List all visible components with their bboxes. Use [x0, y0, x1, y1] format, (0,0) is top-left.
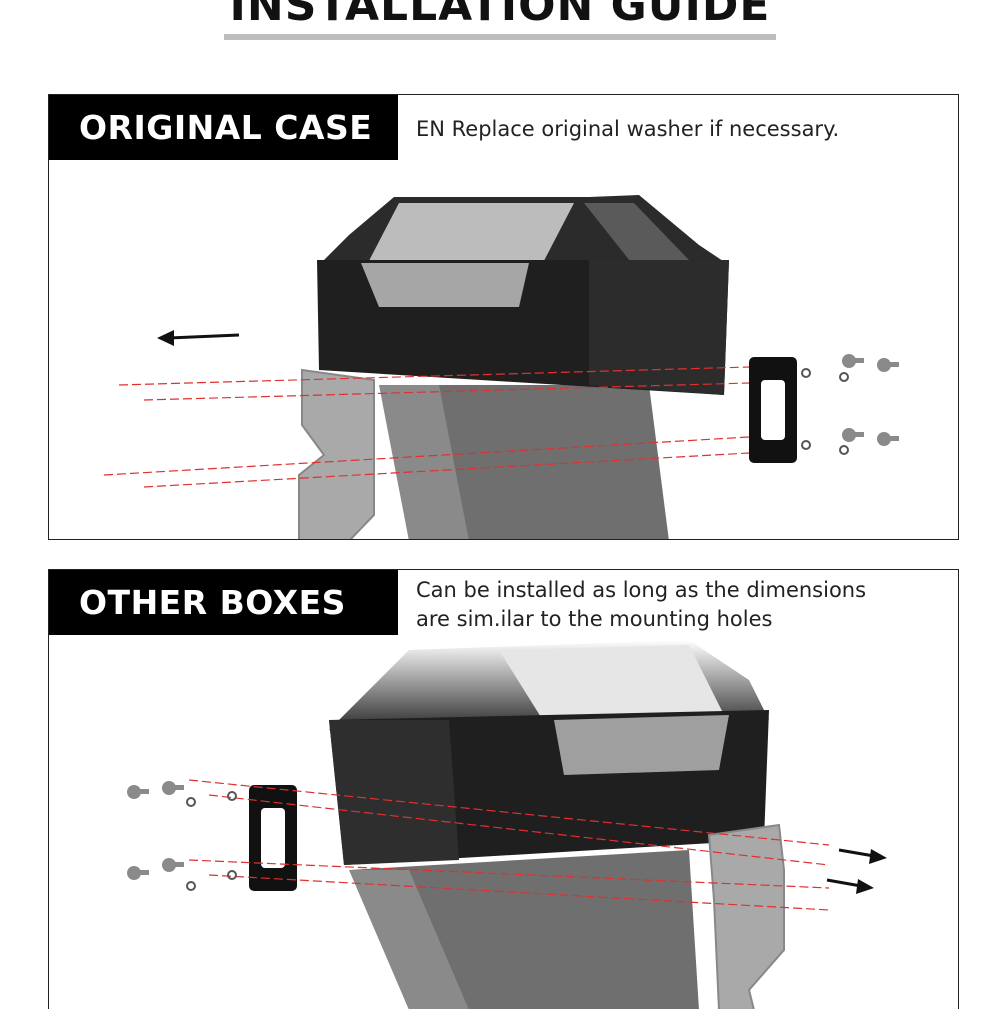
direction-arrow-head-2: [856, 879, 874, 894]
washers: [186, 791, 237, 891]
note-line: EN Replace original washer if necessary.: [416, 117, 840, 141]
box-top-panel: [499, 645, 729, 730]
alignment-lines: [188, 779, 830, 911]
gasket-opening: [261, 808, 285, 868]
section-label-other-boxes: OTHER BOXES: [49, 570, 398, 635]
direction-arrow-head: [157, 330, 174, 346]
box-side: [329, 720, 459, 865]
direction-arrow-line-2: [826, 878, 862, 888]
screws: [127, 781, 184, 880]
pole-highlight: [349, 870, 469, 1009]
direction-arrow-head: [869, 849, 887, 864]
direction-arrow-line: [838, 848, 875, 858]
screws: [842, 354, 899, 446]
page-title: INSTALLATION GUIDE: [223, 0, 777, 40]
original-case-panel: ORIGINAL CASE EN Replace original washer…: [48, 94, 959, 540]
section-note-other-boxes: Can be installed as long as the dimensio…: [416, 576, 936, 634]
other-boxes-panel: OTHER BOXES Can be installed as long as …: [48, 569, 959, 1009]
side-bracket: [707, 823, 785, 1009]
box-front-inset: [361, 263, 529, 307]
alignment-lines: [103, 366, 750, 488]
section-label-original-case: ORIGINAL CASE: [49, 95, 398, 160]
pole-highlight: [379, 385, 469, 539]
washers: [801, 368, 849, 455]
box-front-inset: [554, 715, 729, 775]
note-line: are sim.ilar to the mounting holes: [416, 607, 773, 631]
other-boxes-illustration: [127, 640, 887, 1009]
gasket-opening: [761, 380, 785, 440]
section-note-original-case: EN Replace original washer if necessary.: [416, 115, 839, 144]
side-bracket: [298, 368, 375, 539]
note-line: Can be installed as long as the dimensio…: [416, 578, 867, 602]
original-case-illustration: [103, 195, 899, 539]
box-side: [589, 260, 729, 395]
title-container: INSTALLATION GUIDE: [0, 0, 1000, 40]
direction-arrow-line: [168, 333, 240, 340]
